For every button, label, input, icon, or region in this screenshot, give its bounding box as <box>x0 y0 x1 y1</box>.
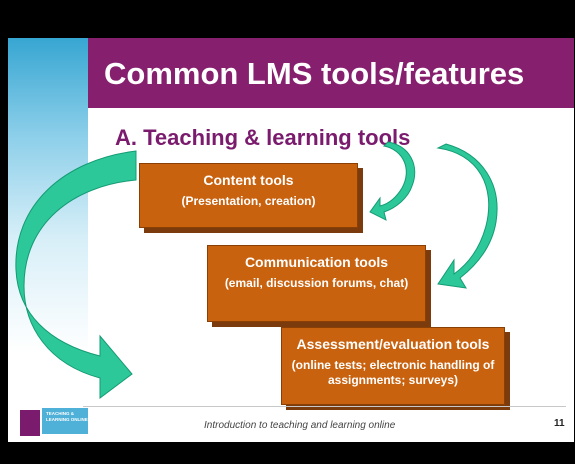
footer-text: Introduction to teaching and learning on… <box>204 420 396 431</box>
logo-text: TEACHING & LEARNING ONLINE <box>46 411 88 422</box>
assessment-tools-heading: Assessment/evaluation tools <box>296 336 490 352</box>
content-tools-heading: Content tools <box>203 172 294 188</box>
communication-tools-heading: Communication tools <box>244 254 389 270</box>
slide: Common LMS tools/features A. Teaching & … <box>8 38 574 442</box>
title-bar <box>88 38 574 108</box>
logo-bar-purple <box>20 410 40 436</box>
curved-arrow-small-icon <box>369 141 416 221</box>
logo-bar-blue <box>42 408 88 434</box>
communication-tools-detail: (email, discussion forums, chat) <box>224 276 409 290</box>
assessment-tools-box: Assessment/evaluation tools (online test… <box>281 327 505 405</box>
arrows-layer <box>15 141 498 399</box>
assessment-tools-detail: (online tests; electronic handling of as… <box>291 358 495 387</box>
content-tools-box: Content tools (Presentation, creation) <box>139 163 358 228</box>
slide-title: Common LMS tools/features <box>104 56 525 91</box>
communication-tools-box: Communication tools (email, discussion f… <box>207 245 426 322</box>
page-number: 11 <box>554 418 565 429</box>
curved-arrow-right-icon <box>436 143 498 289</box>
slide-subtitle: A. Teaching & learning tools <box>115 125 411 150</box>
footer-divider <box>83 406 566 407</box>
content-tools-detail: (Presentation, creation) <box>181 194 316 208</box>
logo: TEACHING & LEARNING ONLINE <box>20 406 94 438</box>
curved-arrow-left-icon <box>15 150 137 399</box>
